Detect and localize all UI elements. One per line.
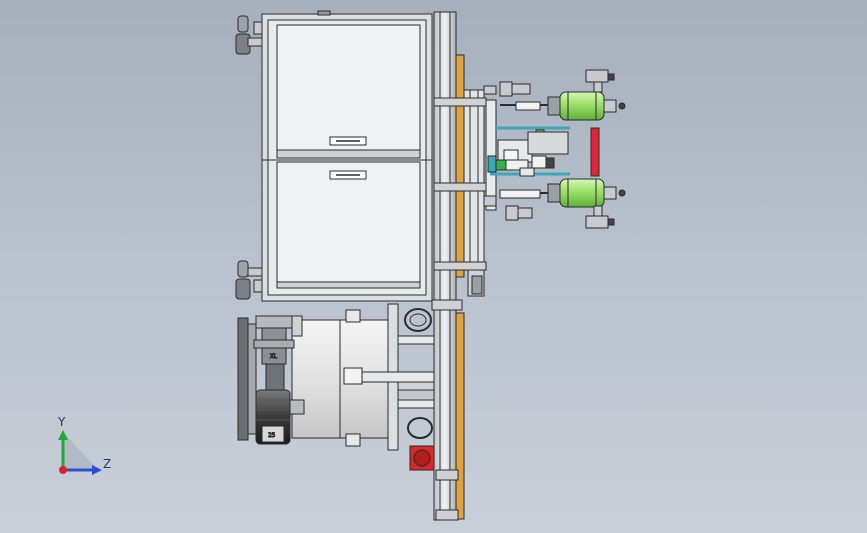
pump-label-motor: 25	[268, 432, 276, 439]
z-axis-label: Z	[103, 457, 111, 471]
leveling-feet	[235, 15, 263, 300]
upper-tank[interactable]	[547, 91, 626, 121]
pump-label-top: XL	[270, 353, 278, 360]
emergency-stop-button[interactable]	[409, 445, 435, 471]
lower-tank[interactable]	[547, 178, 626, 208]
hose-ring-lower	[407, 417, 433, 439]
pump-motor[interactable]: 25	[255, 389, 305, 445]
upper-drawer[interactable]	[276, 24, 421, 156]
secondary-post	[463, 89, 485, 271]
valve-block[interactable]	[487, 129, 569, 177]
vertical-frame	[431, 11, 487, 521]
y-axis-label: Y	[57, 415, 66, 429]
mounting-plate	[237, 317, 249, 441]
orange-strip-upper	[455, 54, 465, 278]
lower-fittings	[483, 189, 615, 229]
lower-drawer-bottom-edge	[276, 281, 421, 289]
red-connecting-bar	[590, 127, 600, 177]
foot-bottom-left	[235, 260, 263, 300]
tank-assembly[interactable]	[483, 69, 626, 229]
pump-assembly[interactable]: XL 25	[237, 303, 435, 471]
pump-head[interactable]: XL	[253, 315, 303, 391]
cabinet[interactable]	[261, 10, 433, 302]
foot-top-left	[235, 15, 263, 55]
triad-origin	[59, 466, 67, 474]
triad-shade	[63, 432, 98, 470]
upper-drawer-bottom-edge	[276, 149, 421, 159]
upper-fittings	[483, 69, 615, 111]
lower-drawer[interactable]	[276, 161, 421, 288]
axis-triad: Y Z	[57, 415, 111, 475]
orange-strip-lower	[455, 312, 465, 520]
hose-ring-upper	[404, 308, 432, 332]
